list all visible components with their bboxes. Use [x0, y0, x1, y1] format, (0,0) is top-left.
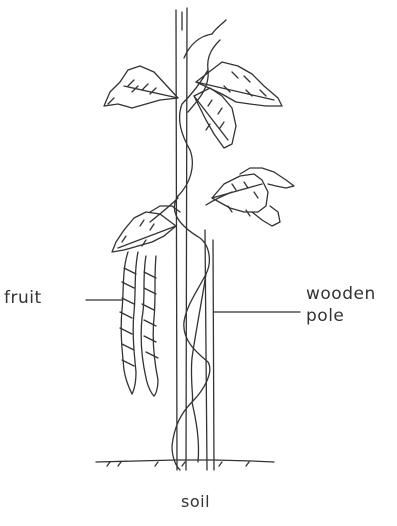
- leaf-lower-left: [112, 206, 180, 252]
- fruit-pod-1: [120, 252, 138, 394]
- leaf-upper-right: [196, 62, 282, 106]
- fruit-label: fruit: [4, 288, 42, 308]
- fruit-pod-2: [141, 256, 158, 396]
- leaf-upper-left: [104, 66, 178, 108]
- soil-line: [96, 460, 274, 466]
- leaf-middle-right: [212, 168, 294, 226]
- wooden-pole-label-line2: pole: [306, 306, 344, 326]
- soil-label: soil: [181, 492, 210, 512]
- wooden-pole-label-line1: wooden: [306, 284, 376, 304]
